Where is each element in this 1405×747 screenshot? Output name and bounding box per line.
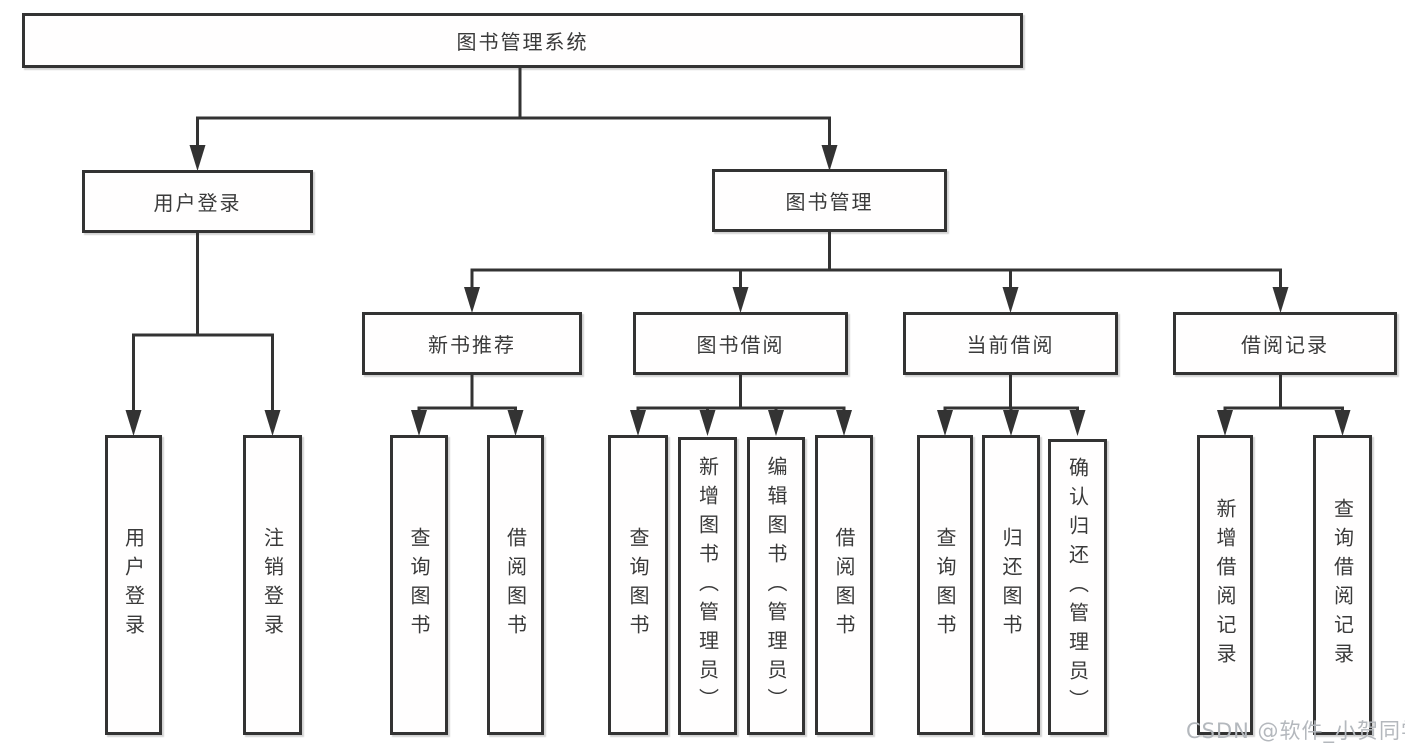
arrowhead-icon <box>1003 410 1019 436</box>
arrowhead-icon <box>732 287 749 313</box>
node-cb-query-books: 查询图书 <box>917 435 973 735</box>
node-label-cb-query-books: 查询图书 <box>933 527 957 643</box>
node-current-borrowing: 当前借阅 <box>903 312 1118 375</box>
arrowhead-icon <box>821 145 838 171</box>
node-label-user-login: 用户登录 <box>153 191 242 215</box>
node-label-bb-add-books-admin: 新增图书（管理员） <box>695 455 720 717</box>
node-user-login: 用户登录 <box>82 170 313 233</box>
node-label-new-book-recommend: 新书推荐 <box>428 333 516 357</box>
node-label-book-borrowing: 图书借阅 <box>696 333 785 357</box>
arrowhead-icon <box>264 410 281 436</box>
node-br-add-record: 新增借阅记录 <box>1197 435 1253 735</box>
node-label-borrowing-records: 借阅记录 <box>1241 333 1329 357</box>
watermark: CSDN @软件_小贺同学 <box>1186 719 1405 743</box>
node-label-book-management: 图书管理 <box>785 190 874 214</box>
node-new-book-recommend: 新书推荐 <box>362 312 582 375</box>
arrowhead-icon <box>1272 287 1289 313</box>
node-logout-action: 注销登录 <box>243 435 302 735</box>
arrowhead-icon <box>630 410 646 436</box>
arrowhead-icon <box>768 410 784 436</box>
node-bb-add-books-admin: 新增图书（管理员） <box>678 437 737 735</box>
node-cb-confirm-return-admin: 确认归还（管理员） <box>1048 439 1107 735</box>
node-label-cb-return-books: 归还图书 <box>999 527 1023 643</box>
node-br-query-record: 查询借阅记录 <box>1313 435 1372 735</box>
node-nbr-query-books: 查询图书 <box>390 435 448 735</box>
node-user-login-action: 用户登录 <box>105 435 162 735</box>
node-label-logout-action: 注销登录 <box>260 527 285 643</box>
node-label-br-query-record: 查询借阅记录 <box>1330 498 1355 672</box>
arrowhead-icon <box>699 410 716 436</box>
node-system: 图书管理系统 <box>22 13 1023 68</box>
node-cb-return-books: 归还图书 <box>982 435 1040 735</box>
node-label-bb-edit-books-admin: 编辑图书（管理员） <box>764 455 788 717</box>
arrowhead-icon <box>1334 410 1351 436</box>
arrowhead-icon <box>189 145 206 171</box>
arrowhead-icon <box>1069 410 1086 436</box>
node-label-br-add-record: 新增借阅记录 <box>1213 498 1237 672</box>
node-label-cb-confirm-return-admin: 确认归还（管理员） <box>1065 456 1090 718</box>
node-bb-borrow-books: 借阅图书 <box>815 435 873 735</box>
node-label-nbr-query-books: 查询图书 <box>407 527 431 643</box>
node-label-system: 图书管理系统 <box>456 30 589 54</box>
node-label-bb-query-books: 查询图书 <box>626 527 650 643</box>
arrowhead-icon <box>507 410 524 436</box>
arrowhead-icon <box>1217 410 1233 436</box>
arrowhead-icon <box>937 410 953 436</box>
node-label-bb-borrow-books: 借阅图书 <box>832 527 856 643</box>
arrowhead-icon <box>411 410 427 436</box>
node-label-current-borrowing: 当前借阅 <box>966 333 1055 357</box>
node-bb-edit-books-admin: 编辑图书（管理员） <box>747 437 805 735</box>
node-nbr-borrow-books: 借阅图书 <box>487 435 544 735</box>
arrowhead-icon <box>836 410 852 436</box>
arrowhead-icon <box>464 287 480 313</box>
node-book-management: 图书管理 <box>712 169 947 232</box>
node-label-user-login-action: 用户登录 <box>121 527 146 643</box>
arrowhead-icon <box>125 410 142 436</box>
node-label-nbr-borrow-books: 借阅图书 <box>503 527 528 643</box>
node-book-borrowing: 图书借阅 <box>633 312 848 375</box>
node-borrowing-records: 借阅记录 <box>1173 312 1397 375</box>
arrowhead-icon <box>1002 287 1019 313</box>
node-bb-query-books: 查询图书 <box>608 435 668 735</box>
